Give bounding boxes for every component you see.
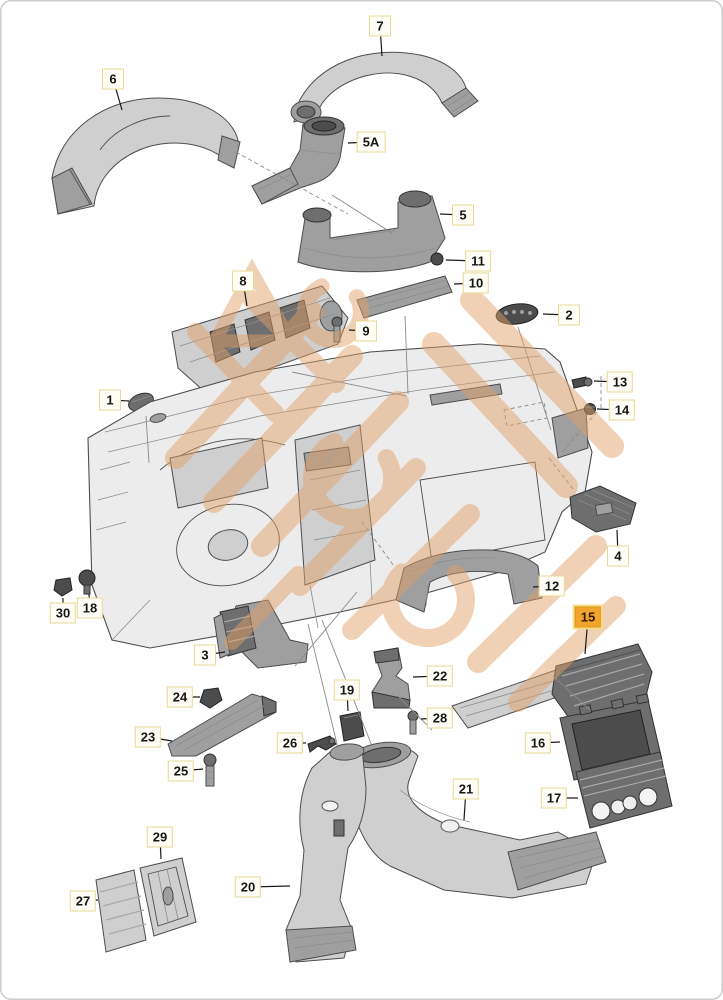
callout-2[interactable]: 2	[558, 304, 580, 326]
part-24-clip	[199, 687, 223, 709]
callout-16[interactable]: 16	[524, 732, 552, 754]
part-10-vent-strip	[356, 275, 453, 319]
callout-9[interactable]: 9	[355, 320, 377, 342]
callout-20[interactable]: 20	[234, 876, 262, 898]
callout-10[interactable]: 10	[462, 272, 490, 294]
callout-22[interactable]: 22	[426, 665, 454, 687]
callout-3[interactable]: 3	[194, 644, 216, 666]
part-12-lower-trim	[395, 549, 543, 613]
callout-28[interactable]: 28	[426, 707, 454, 729]
part-6-left-air-duct	[51, 97, 241, 215]
part-20-left-floor-duct	[285, 743, 367, 963]
part-5-u-duct	[297, 190, 446, 273]
callout-21[interactable]: 21	[452, 778, 480, 800]
part-5a-elbow-duct	[251, 116, 346, 205]
callout-8[interactable]: 8	[232, 270, 254, 292]
callout-29[interactable]: 29	[146, 826, 174, 848]
part-13-screw	[571, 376, 593, 389]
part-22-center-elbow-duct	[371, 647, 411, 709]
part-3-left-side-vent	[213, 599, 309, 669]
callout-17[interactable]: 17	[540, 787, 568, 809]
callout-5[interactable]: 5	[452, 204, 474, 226]
callout-11[interactable]: 11	[465, 250, 491, 272]
part-7-center-air-duct	[290, 51, 479, 124]
part-21-right-floor-duct	[344, 741, 607, 899]
assembly-reference-lines	[145, 151, 602, 749]
callout-30[interactable]: 30	[49, 602, 77, 624]
callout-15[interactable]: 15	[574, 606, 602, 628]
callout-27[interactable]: 27	[69, 890, 97, 912]
callout-18[interactable]: 18	[76, 597, 104, 619]
part-25-screw	[203, 753, 217, 787]
part-19-cover-cap	[339, 711, 365, 742]
part-9-screw	[331, 316, 343, 343]
callout-13[interactable]: 13	[606, 371, 634, 393]
part-14-nut	[584, 403, 596, 415]
callout-5A[interactable]: 5A	[356, 131, 386, 153]
part-26-bracket-clip	[307, 735, 337, 753]
callout-26[interactable]: 26	[276, 732, 304, 754]
part-23-trim-strip	[167, 693, 277, 757]
part-27-vent-grille	[95, 869, 147, 953]
callout-12[interactable]: 12	[538, 575, 566, 597]
callout-19[interactable]: 19	[333, 679, 361, 701]
callout-4[interactable]: 4	[607, 545, 629, 567]
part-2-speaker-grille	[495, 303, 539, 325]
part-8-defroster-panel	[171, 285, 349, 393]
callout-14[interactable]: 14	[608, 399, 636, 421]
part-30-clip	[53, 577, 73, 597]
part-16-display-unit	[559, 693, 663, 781]
callout-23[interactable]: 23	[134, 726, 162, 748]
part-11-clip	[430, 252, 444, 266]
part-4-right-air-vent	[569, 485, 637, 533]
callout-6[interactable]: 6	[102, 68, 124, 90]
part-29-vent-grille	[139, 857, 197, 937]
callout-1[interactable]: 1	[99, 389, 121, 411]
callout-25[interactable]: 25	[167, 760, 195, 782]
callout-24[interactable]: 24	[166, 686, 194, 708]
part-17-radio-climate-panel	[575, 751, 673, 829]
part-15-passenger-vent-panel	[451, 643, 653, 729]
callout-7[interactable]: 7	[369, 15, 391, 37]
part-18-sensor	[78, 569, 96, 595]
